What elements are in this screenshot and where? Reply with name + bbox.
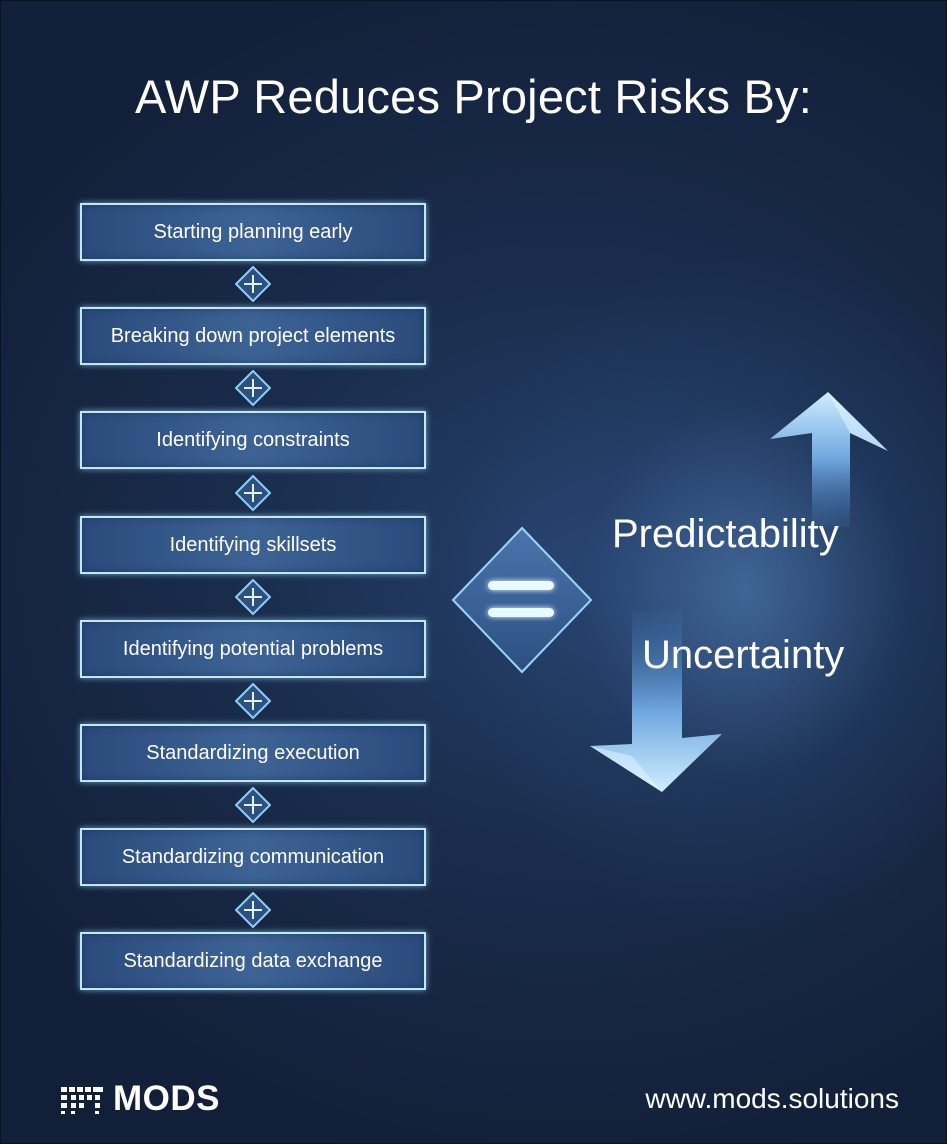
mods-logo-icon [61, 1087, 103, 1114]
step-box-6: Standardizing execution [80, 724, 426, 782]
plus-diamond-icon [235, 787, 271, 823]
outcome-predictability: Predictability [612, 512, 839, 556]
page-title: AWP Reduces Project Risks By: [134, 70, 813, 123]
plus-diamond-icon [235, 266, 271, 302]
step-box-3: Identifying constraints [80, 411, 426, 469]
step-box-2: Breaking down project elements [80, 307, 426, 365]
brand-logo: MODS [61, 1079, 220, 1119]
arrow-up-icon [770, 392, 888, 527]
step-box-4: Identifying skillsets [80, 516, 426, 574]
step-box-7: Standardizing communication [80, 828, 426, 886]
plus-diamond-icon [235, 475, 271, 511]
plus-diamond-icon [235, 370, 271, 406]
step-box-1: Starting planning early [80, 203, 426, 261]
plus-diamond-icon [235, 892, 271, 928]
step-box-5: Identifying potential problems [80, 620, 426, 678]
step-box-8: Standardizing data exchange [80, 932, 426, 990]
outcome-uncertainty: Uncertainty [642, 633, 845, 677]
plus-diamond-icon [235, 683, 271, 719]
brand-name: MODS [113, 1079, 220, 1118]
equals-diamond-icon [451, 526, 593, 674]
arrow-down-icon [590, 611, 722, 792]
plus-diamond-icon [235, 579, 271, 615]
website-url: www.mods.solutions [645, 1083, 899, 1114]
